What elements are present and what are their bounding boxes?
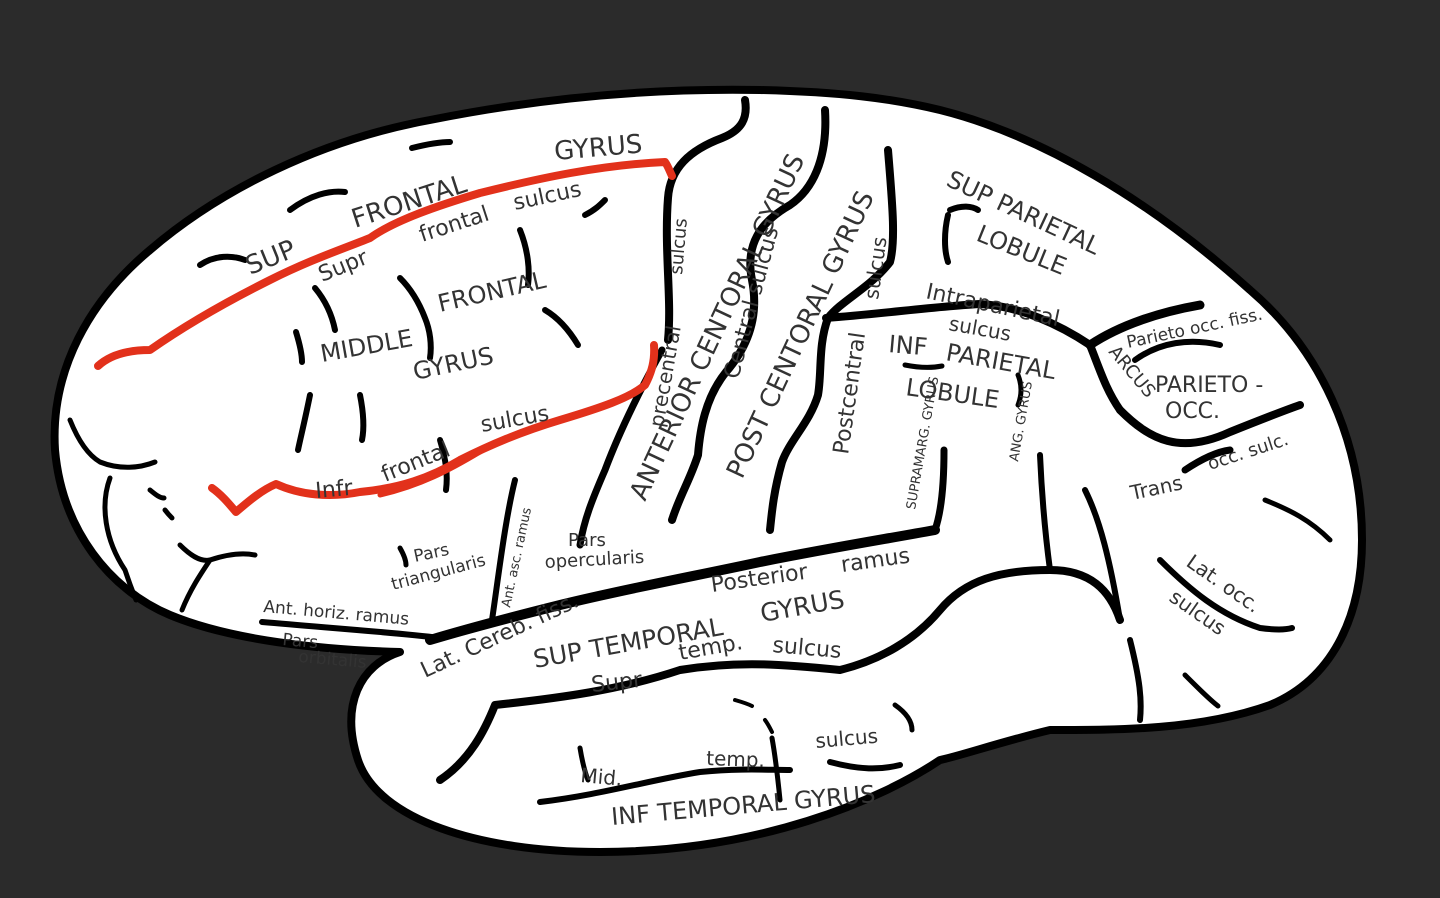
arcus-parieto-occipital: [1116, 401, 1304, 448]
label-inf-parietal-lobule-inf: INF: [887, 330, 928, 361]
sulci: [67, 96, 1333, 805]
label-pars-opercularis-opercularis: opercularis: [544, 547, 645, 573]
lateral-occipital-sulcus: [1157, 557, 1295, 633]
parieto-occipital-branch: [1132, 338, 1223, 363]
anterior-horizontal-ramus: [259, 619, 443, 641]
label-parieto-occ-occ: OCC.: [1165, 399, 1220, 424]
label-mid-temp-sulcus-sulcus: sulcus: [814, 724, 879, 753]
middle-temporal-sulcus: [537, 766, 793, 805]
superior-frontal-sulcus-highlight: [94, 158, 676, 370]
transverse-occipital-sulcus: [1181, 446, 1234, 474]
highlighted-sulci: [94, 158, 676, 516]
lateral-cerebral-fissure: [425, 525, 940, 645]
label-supr-temp-sulcus-sulcus: sulcus: [771, 633, 842, 664]
brain-outline: [50, 85, 1366, 856]
postcentral-sulcus: [766, 146, 898, 534]
parieto-occipital-fissure: [1085, 300, 1205, 350]
posterior-ramus-up: [931, 446, 948, 534]
label-parieto-occ-parieto: PARIETO -: [1155, 373, 1263, 398]
intraparietal-sulcus: [822, 300, 1124, 414]
central-sulcus: [668, 106, 830, 524]
label-mid-temp-sulcus-mid: Mid.: [580, 763, 624, 791]
anterior-ascending-ramus: [489, 477, 518, 623]
superior-temporal-sulcus: [436, 566, 1124, 784]
label-infr-frontal-sulcus-infr: Infr: [314, 476, 354, 504]
label-pars-opercularis-pars: Pars: [568, 530, 606, 551]
label-supr-temp-sulcus-supr: Supr: [590, 668, 644, 698]
inferior-frontal-sulcus-highlight: [208, 341, 659, 516]
label-precentral-sulcus-sulcus: sulcus: [666, 217, 692, 275]
label-pars-orbitalis-pars: Pars: [282, 630, 320, 653]
label-mid-temp-sulcus-temp: temp.: [706, 746, 765, 772]
